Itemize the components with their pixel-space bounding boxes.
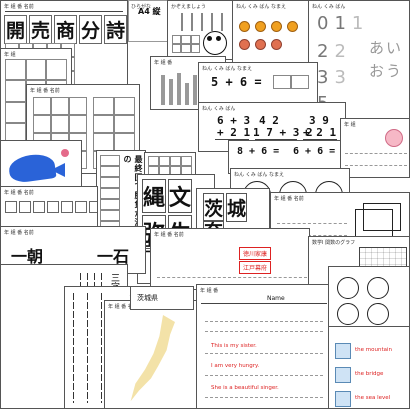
circle-shape	[337, 277, 359, 299]
kanji-char: 売	[29, 15, 53, 44]
prefecture-label: 茨城県	[137, 294, 158, 302]
sanji-title: 三字	[109, 273, 119, 291]
hiragana-char: お	[369, 62, 385, 80]
digit: 3	[317, 67, 329, 88]
english-sentence: This is my sister.	[211, 343, 257, 349]
math-problem: 1 7 + 3 2	[253, 126, 313, 139]
history-answer-sheet: 年 組 番 名前 徳川家康 江戸幕府	[150, 228, 310, 290]
idiom-left: 一朝	[11, 247, 44, 266]
panda-icon	[203, 31, 227, 55]
answer-box: 徳川家康	[239, 247, 272, 260]
circles-sheet	[328, 266, 410, 330]
kanji-char: 文	[168, 179, 193, 213]
english-sentence: I am very hungry.	[211, 363, 260, 369]
counting-sheet: かぞえましょう	[167, 0, 233, 60]
food-row	[239, 21, 298, 32]
japan-map	[130, 315, 175, 402]
kanji-char: 詩	[104, 15, 127, 44]
hiragana-char: い	[386, 39, 402, 57]
circle-shape	[337, 303, 359, 325]
kanji-char: 茨	[203, 193, 225, 222]
number-tracing-sheet: ねん くみ ばん 0 1 1 2 2 3 3 5 あ い お う	[308, 0, 410, 120]
a4-label: A4 縦	[138, 7, 161, 16]
blue-shape	[7, 151, 57, 185]
circle-shape	[367, 277, 389, 299]
hiragana-char: う	[386, 62, 402, 80]
vocab-item: the mountain	[355, 347, 393, 353]
english-vocab-sheet: the mountain the bridge the sea level	[328, 326, 410, 409]
english-sentence: She is a beautiful singer.	[211, 385, 279, 391]
kanji-char: 分	[79, 15, 103, 44]
name-label: Name	[267, 295, 285, 302]
math-problem: + 2 1	[217, 126, 251, 139]
math-problem: 6 + 3	[217, 114, 251, 127]
food-counting-sheet: ねん くみ ばん なまえ	[232, 0, 310, 68]
vocab-item: the bridge	[355, 371, 384, 377]
prefecture-label-sheet: 茨城県	[130, 286, 194, 310]
idiom-right: 一石	[97, 247, 130, 266]
digit: 2	[317, 41, 329, 62]
map-sheet: 年 組 番 名前	[104, 300, 204, 409]
answer-box: 江戸幕府	[239, 261, 272, 274]
circle-shape	[367, 303, 389, 325]
addition-sheet-top: ねん くみ ばん なまえ 5 + 6 =	[198, 62, 318, 106]
measure-sheet: 年 組	[340, 118, 410, 178]
math-problem: 4 2	[259, 114, 279, 127]
flower-icon	[385, 129, 403, 147]
english-sheet: 年 組 番 Name This is my sister. I am very …	[196, 284, 330, 409]
kanji-char: 城	[226, 193, 248, 222]
math-problem: 6 + 6 =	[293, 146, 336, 157]
food-row	[239, 39, 282, 50]
math-problem: 5 + 6 =	[211, 75, 262, 89]
vocab-item: the sea level	[355, 395, 391, 401]
art-sheet	[0, 140, 82, 192]
digit: 0	[317, 13, 329, 34]
math-problem: 8 + 6 =	[237, 146, 280, 157]
hiragana-char: あ	[369, 39, 385, 57]
math-problem: + 2 1	[303, 126, 337, 139]
animal-illustration	[176, 13, 226, 31]
kanji-char: 開	[4, 15, 28, 44]
kanji-char: 商	[54, 15, 78, 44]
kanji-char: 縄	[142, 179, 167, 213]
digit: 1	[334, 13, 346, 34]
math-problem: 3 9	[309, 114, 329, 127]
